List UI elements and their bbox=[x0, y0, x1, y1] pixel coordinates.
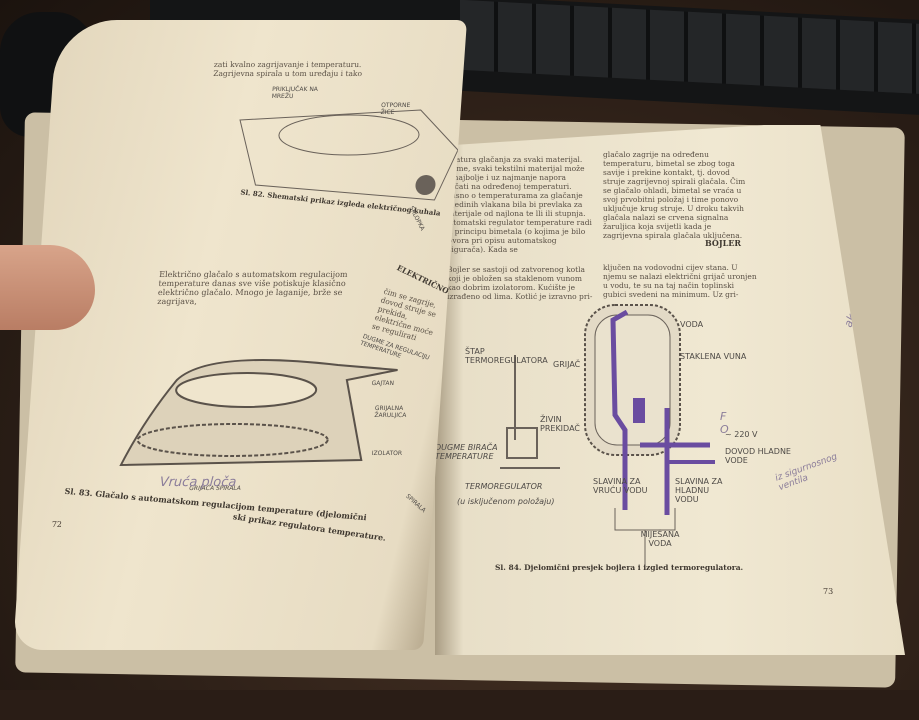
page-number-right: 73 bbox=[823, 587, 834, 596]
label-zaruljica: GRIJALNA ŽARULJICA bbox=[374, 405, 407, 419]
label-prikljucak: PRIKLJUČAK NA MREŽU bbox=[271, 86, 319, 100]
label-gajtan: GAJTAN bbox=[371, 380, 395, 387]
label-otporne-zice: OTPORNE ŽICE bbox=[380, 102, 411, 116]
label-220v: ~ 220 V bbox=[725, 430, 758, 439]
label-slavina-hladna: SLAVINA ZA HLADNU VODU bbox=[675, 477, 723, 504]
label-izolator: IZOLATOR bbox=[371, 450, 403, 457]
label-dovod: DOVOD HLADNE VODE bbox=[725, 447, 791, 465]
right-page: peratura glačanja za svaki materijal. Na… bbox=[435, 125, 905, 655]
handwriting-o: O bbox=[720, 423, 729, 436]
label-stap: ŠTAP TERMOREGULATORA bbox=[465, 347, 548, 365]
left-paragraph: Električno glačalo s automatskom regulac… bbox=[157, 270, 348, 306]
section-heading-bojler: BOJLER bbox=[705, 238, 742, 248]
label-mijesana: MIJEŠANA VODA bbox=[640, 530, 680, 548]
label-voda: VODA bbox=[680, 320, 704, 329]
right-top-col2: glačalo zagrije na određenu temperaturu,… bbox=[603, 150, 746, 240]
bojler-col1: Bojler se sastoji od zatvorenog kotla ko… bbox=[447, 265, 593, 301]
left-handwriting: Vruća ploča bbox=[159, 475, 237, 490]
label-dugme: DUGME BIRAČA TEMPERATURE bbox=[435, 443, 498, 461]
label-zivin: ŽIVIN PREKIDAČ bbox=[540, 415, 580, 433]
label-staklena-vuna: STAKLENA VUNA bbox=[680, 352, 747, 361]
iron-diagram bbox=[119, 359, 398, 467]
handwriting-f: F bbox=[720, 410, 727, 423]
bojler-col2: ključen na vodovodni cijev stana. U njem… bbox=[603, 263, 757, 299]
hand-holding-page bbox=[0, 245, 95, 330]
right-top-col1: peratura glačanja za svaki materijal. Na… bbox=[443, 155, 592, 254]
fig84-caption: Sl. 84. Djelomični presjek bojlera i izg… bbox=[495, 563, 744, 572]
label-slavina-vruca: SLAVINA ZA VRUĆU VODU bbox=[593, 477, 648, 495]
page-number-left: 72 bbox=[51, 520, 63, 529]
label-grijac: GRIJAČ bbox=[553, 360, 581, 369]
label-termo-sub: (u isključenom položaju) bbox=[457, 497, 555, 506]
cooker-diagram bbox=[239, 109, 459, 201]
left-top-text: zati kvalno zagrijavanje i temperaturu. … bbox=[212, 60, 363, 78]
left-page: zati kvalno zagrijavanje i temperaturu. … bbox=[12, 20, 468, 650]
boiler-diagram bbox=[500, 304, 715, 570]
label-termoregulator: TERMOREGULATOR bbox=[465, 482, 543, 491]
